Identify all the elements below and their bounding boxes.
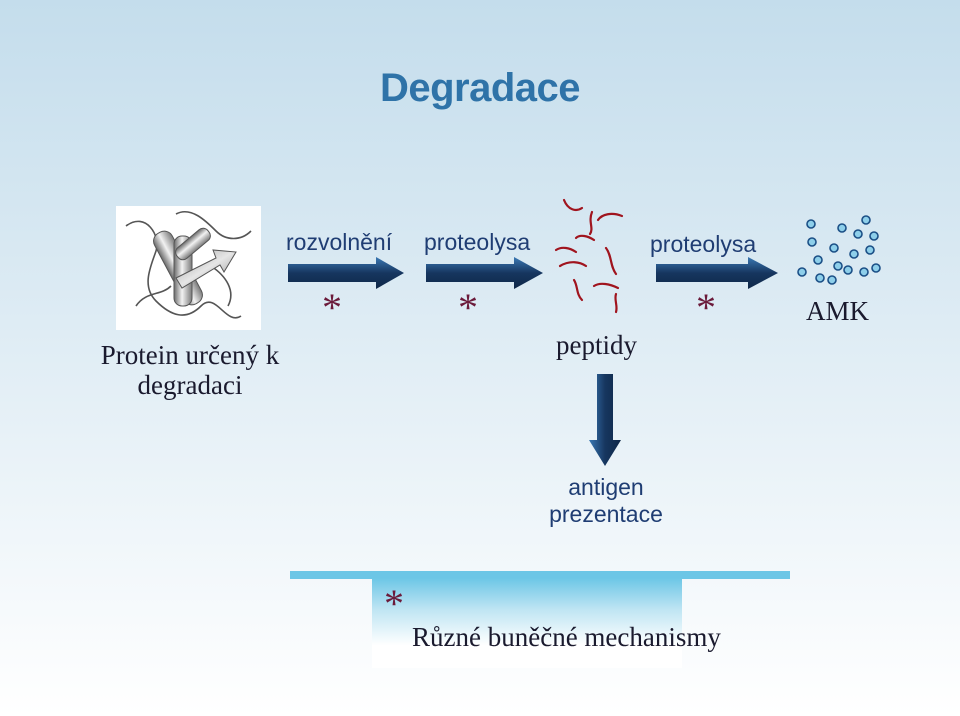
legend-text: Různé buněčné mechanismy — [412, 622, 721, 652]
unfolding-label: rozvolnění — [286, 229, 393, 255]
peptides-label: peptidy — [556, 330, 637, 360]
peptide-fragments-illustration — [554, 198, 624, 314]
proteolysis-label-2: proteolysa — [650, 231, 757, 257]
protein-structure-image — [116, 206, 261, 330]
legend-star-marker: * — [384, 581, 404, 626]
antigen-label: antigen prezentace — [520, 474, 692, 528]
slide-title: Degradace — [379, 66, 581, 110]
protein-label-line-2: degradaci — [137, 370, 243, 400]
proteolysis-label-1: proteolysa — [424, 229, 531, 255]
protein-label: Protein určený k degradaci — [70, 340, 310, 400]
arrow-proteolysis-1 — [426, 257, 543, 289]
amk-label: AMK — [806, 296, 870, 326]
arrow-unfolding — [288, 257, 404, 289]
legend-box — [372, 578, 682, 668]
star-marker-unfolding: * — [322, 285, 342, 330]
amino-acid-dots — [797, 215, 881, 285]
arrow-antigen — [589, 374, 621, 466]
antigen-label-line-2: prezentace — [549, 501, 663, 527]
arrow-proteolysis-2 — [656, 257, 778, 289]
star-marker-proteolysis-2: * — [696, 285, 716, 330]
star-marker-proteolysis-1: * — [458, 285, 478, 330]
antigen-label-line-1: antigen — [568, 474, 644, 500]
protein-label-line-1: Protein určený k — [100, 340, 280, 370]
legend-band — [290, 571, 790, 579]
